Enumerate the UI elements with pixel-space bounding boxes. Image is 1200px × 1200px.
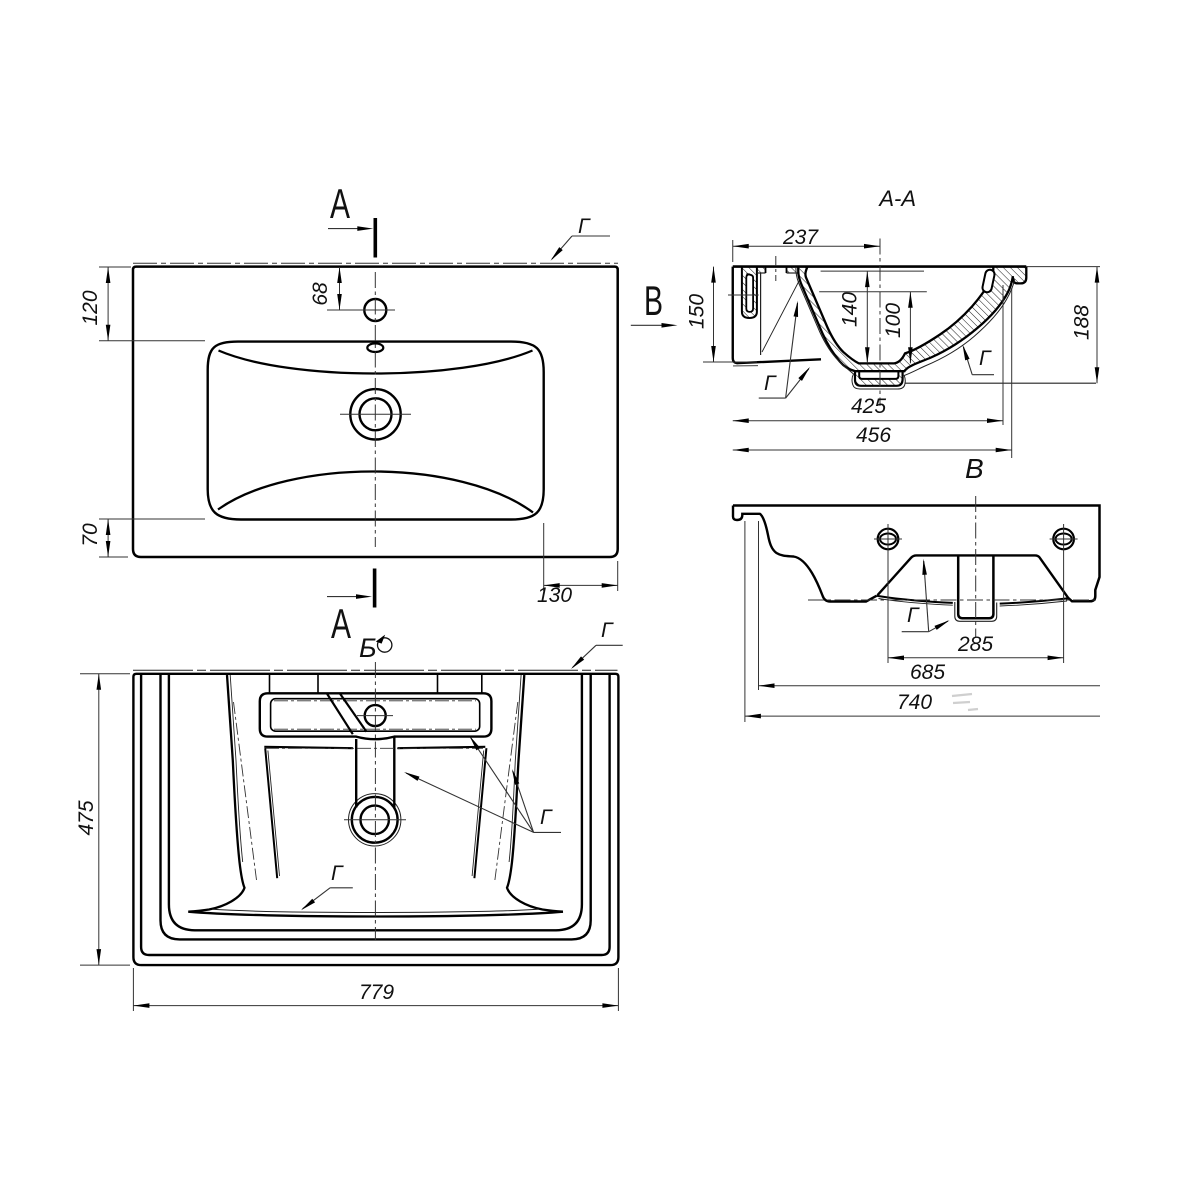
svg-text:Г: Г bbox=[578, 215, 591, 238]
svg-text:779: 779 bbox=[359, 981, 394, 1004]
svg-text:120: 120 bbox=[79, 290, 102, 325]
svg-text:A: A bbox=[331, 600, 351, 647]
svg-text:130: 130 bbox=[537, 584, 572, 607]
svg-text:Г: Г bbox=[540, 806, 553, 829]
svg-text:685: 685 bbox=[910, 661, 945, 684]
svg-text:Б: Б bbox=[359, 633, 377, 663]
svg-text:188: 188 bbox=[1071, 305, 1094, 340]
svg-text:425: 425 bbox=[851, 395, 886, 418]
svg-text:Г: Г bbox=[601, 619, 614, 642]
svg-text:A: A bbox=[330, 180, 350, 227]
svg-text:Г: Г bbox=[331, 862, 344, 885]
svg-text:150: 150 bbox=[686, 294, 709, 329]
svg-text:237: 237 bbox=[782, 226, 819, 249]
svg-text:Г: Г bbox=[979, 347, 992, 370]
svg-text:В: В bbox=[644, 277, 663, 324]
svg-text:475: 475 bbox=[75, 800, 98, 835]
svg-text:68: 68 bbox=[309, 282, 332, 306]
svg-text:456: 456 bbox=[856, 424, 891, 447]
svg-text:Г: Г bbox=[907, 604, 920, 627]
svg-text:285: 285 bbox=[957, 633, 993, 656]
svg-text:Г: Г bbox=[764, 372, 777, 395]
svg-text:В: В bbox=[965, 453, 984, 484]
svg-text:740: 740 bbox=[897, 691, 932, 714]
svg-text:100: 100 bbox=[882, 303, 905, 338]
svg-text:70: 70 bbox=[79, 523, 102, 547]
svg-text:140: 140 bbox=[839, 292, 862, 327]
svg-text:A-A: A-A bbox=[877, 186, 916, 211]
